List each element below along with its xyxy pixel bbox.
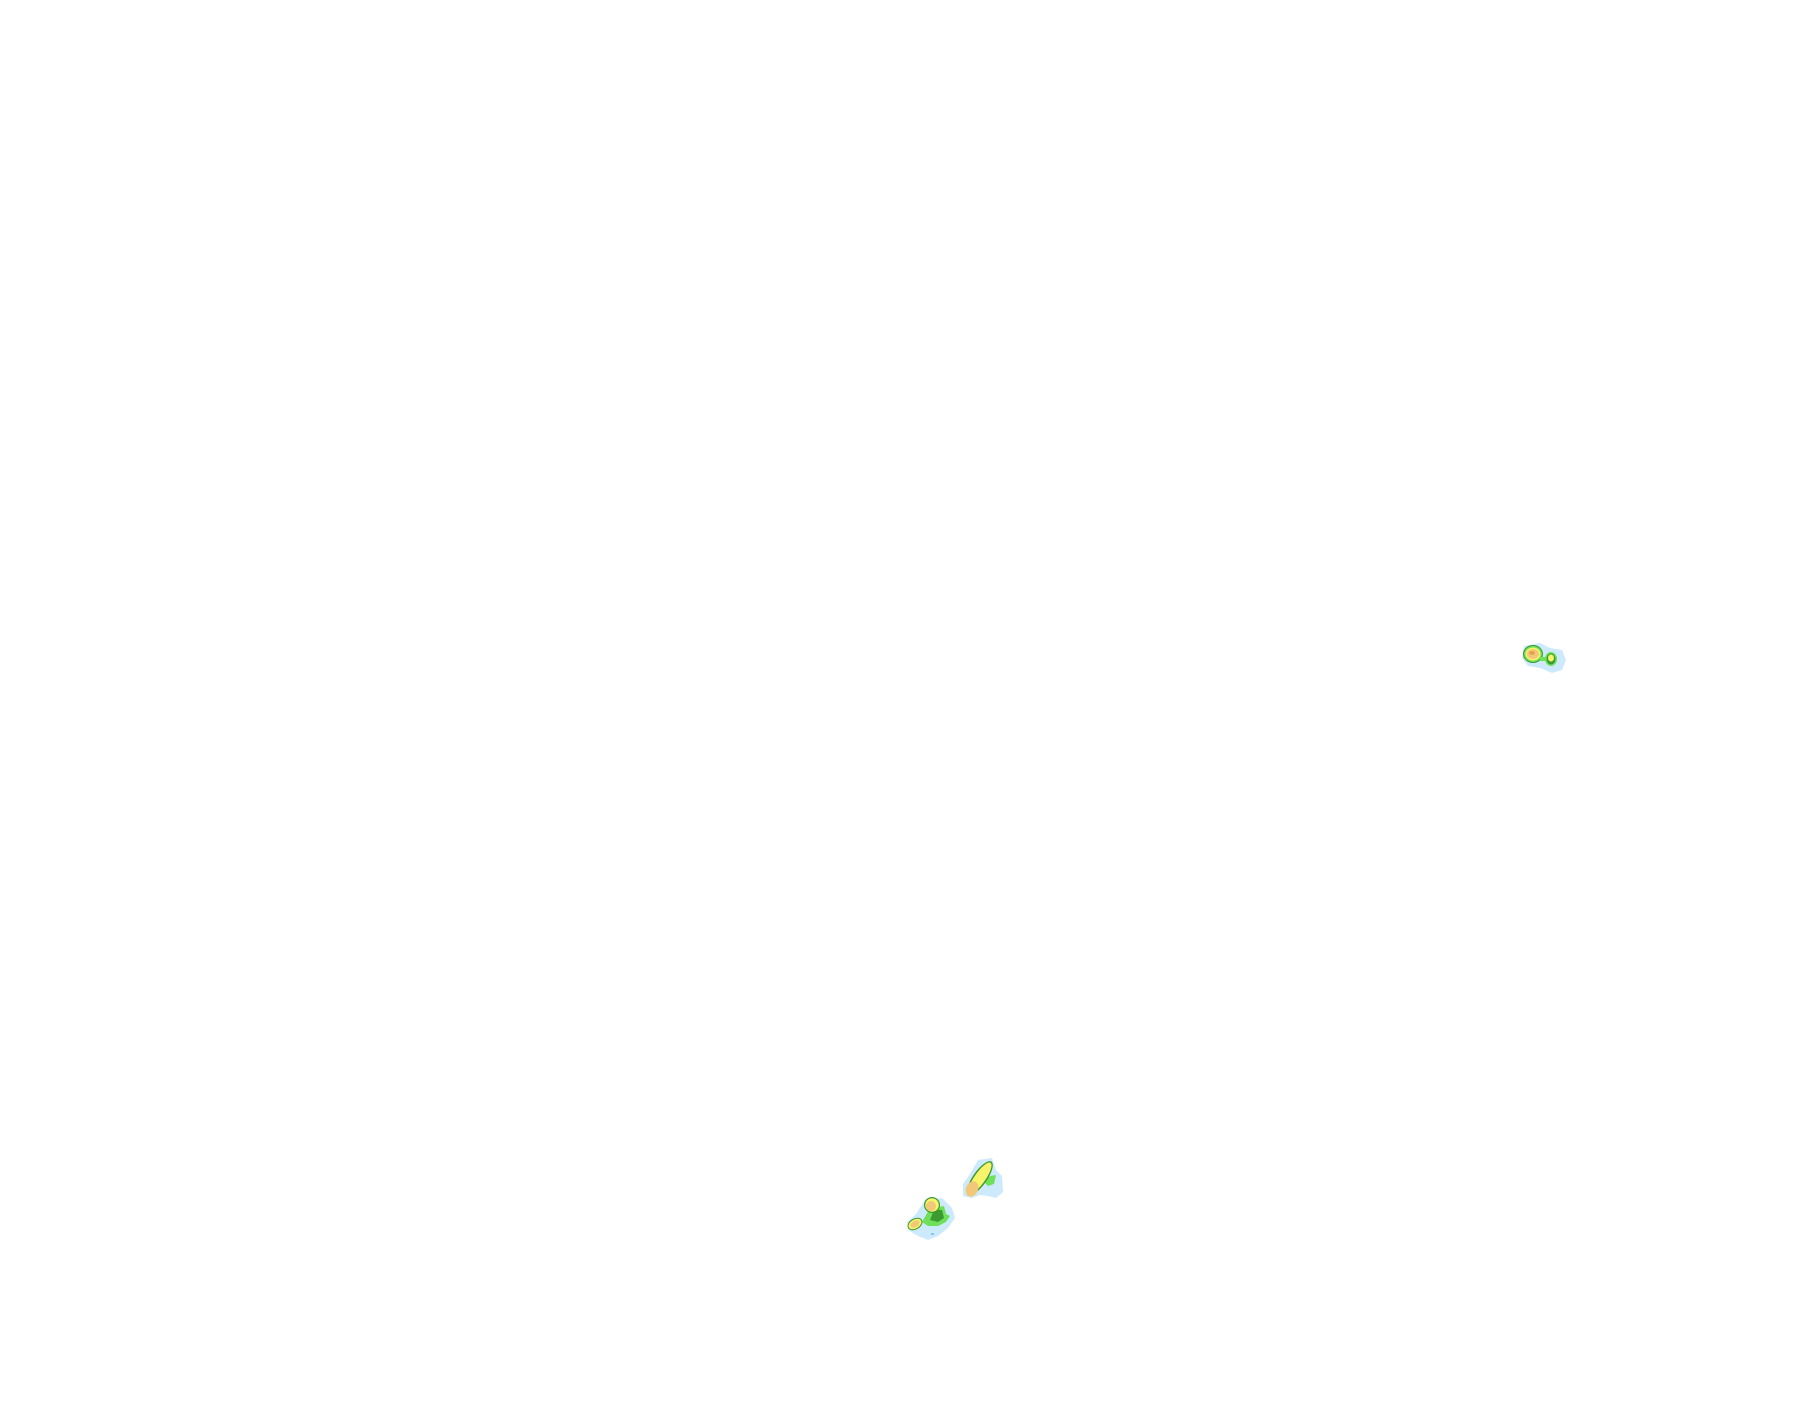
precip-cell-south-upper xyxy=(963,1158,1003,1198)
precip-cell-south-lower xyxy=(907,1197,955,1240)
precip-cell-east xyxy=(1522,643,1566,673)
